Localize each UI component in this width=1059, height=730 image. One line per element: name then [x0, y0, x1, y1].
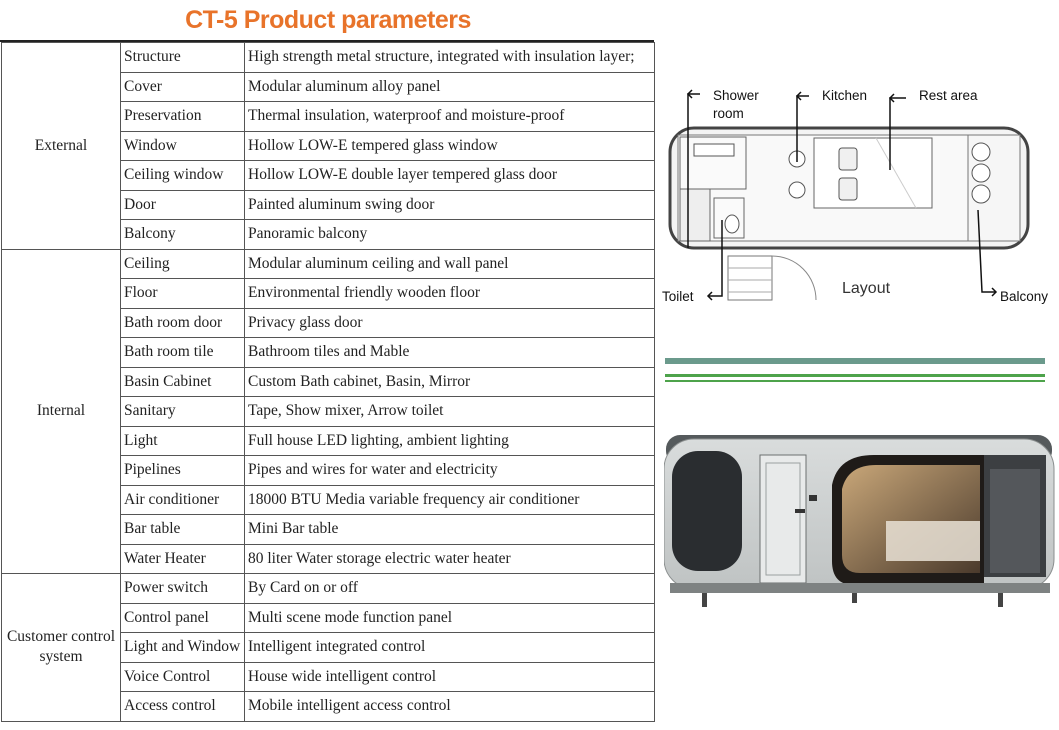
label-kitchen: Kitchen	[822, 88, 868, 103]
capsule-house-photo	[664, 435, 1055, 607]
label-toilet: Toilet	[662, 289, 694, 304]
parameter-value: Mobile intelligent access control	[244, 691, 655, 722]
parameter-name: Basin Cabinet	[120, 366, 245, 397]
page-title: CT-5 Product parameters	[185, 5, 471, 34]
parameter-value: High strength metal structure, integrate…	[244, 42, 655, 73]
group-label: Customer control system	[1, 573, 121, 722]
divider-band	[665, 358, 1045, 364]
parameter-value: Custom Bath cabinet, Basin, Mirror	[244, 366, 655, 397]
parameter-value: Bathroom tiles and Mable	[244, 337, 655, 368]
parameter-name: Structure	[120, 42, 245, 73]
floor-plan-drawing	[668, 89, 1030, 301]
parameter-name: Bath room tile	[120, 337, 245, 368]
parameter-name: Light	[120, 425, 245, 456]
group-label: Internal	[1, 248, 121, 574]
parameter-name: Cover	[120, 71, 245, 102]
group-label: External	[1, 42, 121, 250]
parameter-name: Power switch	[120, 573, 245, 604]
parameter-name: Preservation	[120, 101, 245, 132]
parameter-value: Environmental friendly wooden floor	[244, 278, 655, 309]
parameter-value: Hollow LOW-E double layer tempered glass…	[244, 160, 655, 191]
divider-line	[665, 380, 1045, 382]
parameter-name: Water Heater	[120, 543, 245, 574]
parameter-value: Privacy glass door	[244, 307, 655, 338]
parameter-name: Access control	[120, 691, 245, 722]
parameter-name: Window	[120, 130, 245, 161]
parameter-name: Floor	[120, 278, 245, 309]
parameter-value: Intelligent integrated control	[244, 632, 655, 663]
parameter-name: Ceiling window	[120, 160, 245, 191]
parameter-name: Door	[120, 189, 245, 220]
label-shower-room: Shower room	[713, 88, 759, 121]
parameter-value: Full house LED lighting, ambient lightin…	[244, 425, 655, 456]
parameter-name: Pipelines	[120, 455, 245, 486]
parameter-value: Hollow LOW-E tempered glass window	[244, 130, 655, 161]
parameter-name: Bar table	[120, 514, 245, 545]
parameter-value: Multi scene mode function panel	[244, 602, 655, 633]
label-balcony: Balcony	[1000, 289, 1049, 304]
parameter-value: Panoramic balcony	[244, 219, 655, 250]
parameter-value: 18000 BTU Media variable frequency air c…	[244, 484, 655, 515]
parameter-name: Voice Control	[120, 661, 245, 692]
parameter-name: Light and Window	[120, 632, 245, 663]
parameter-name: Balcony	[120, 219, 245, 250]
parameter-name: Air conditioner	[120, 484, 245, 515]
title-divider	[0, 40, 654, 42]
parameter-value: Pipes and wires for water and electricit…	[244, 455, 655, 486]
parameter-value: Modular aluminum ceiling and wall panel	[244, 248, 655, 279]
parameter-value: 80 liter Water storage electric water he…	[244, 543, 655, 574]
parameter-name: Bath room door	[120, 307, 245, 338]
product-images-panel: Shower room Kitchen Rest area Toilet Bal…	[656, 0, 1059, 730]
parameter-value: Thermal insulation, waterproof and moist…	[244, 101, 655, 132]
label-rest-area: Rest area	[919, 88, 978, 103]
parameter-value: Painted aluminum swing door	[244, 189, 655, 220]
parameter-name: Sanitary	[120, 396, 245, 427]
parameter-value: By Card on or off	[244, 573, 655, 604]
floor-plan: Shower room Kitchen Rest area Toilet Bal…	[656, 80, 1059, 320]
layout-title: Layout	[842, 280, 891, 297]
parameter-name: Ceiling	[120, 248, 245, 279]
parameter-value: Modular aluminum alloy panel	[244, 71, 655, 102]
divider-line	[665, 374, 1045, 377]
parameter-name: Control panel	[120, 602, 245, 633]
parameter-value: Tape, Show mixer, Arrow toilet	[244, 396, 655, 427]
parameter-value: Mini Bar table	[244, 514, 655, 545]
parameter-value: House wide intelligent control	[244, 661, 655, 692]
